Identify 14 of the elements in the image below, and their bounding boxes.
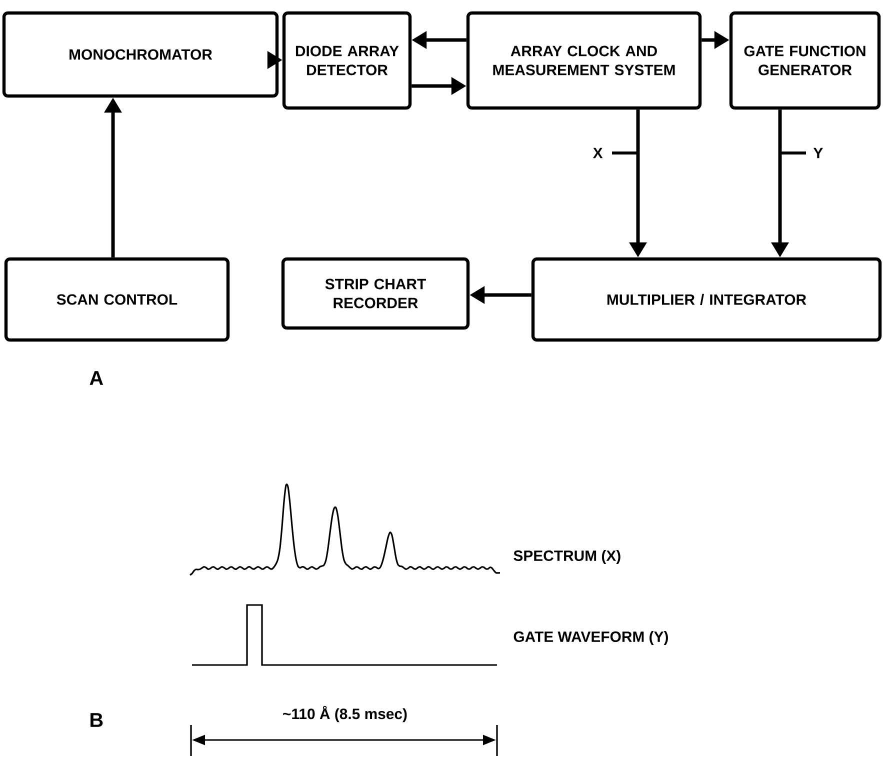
process-box: ARRAY CLOCK AND MEASUREMENT SYSTEM [466, 11, 702, 110]
process-box: GATE FUNCTION GENERATOR [729, 11, 881, 110]
label: GATE WAVEFORM (Y) [514, 631, 668, 645]
edge-label: Y [780, 148, 823, 158]
process-box: SCAN CONTROL [4, 257, 230, 342]
label: B [90, 713, 103, 727]
edge-label: X [592, 148, 638, 158]
label: SPECTRUM (X) [514, 550, 620, 564]
process-box: MULTIPLIER / INTEGRATOR [531, 257, 882, 342]
label: ~110 Å (8.5 msec) [283, 706, 407, 722]
process-box: STRIP CHART RECORDER [281, 257, 470, 330]
process-box: DIODE ARRAY DETECTOR [282, 11, 412, 110]
process-box: MONOCHROMATOR [2, 11, 279, 98]
label: A [90, 371, 104, 385]
